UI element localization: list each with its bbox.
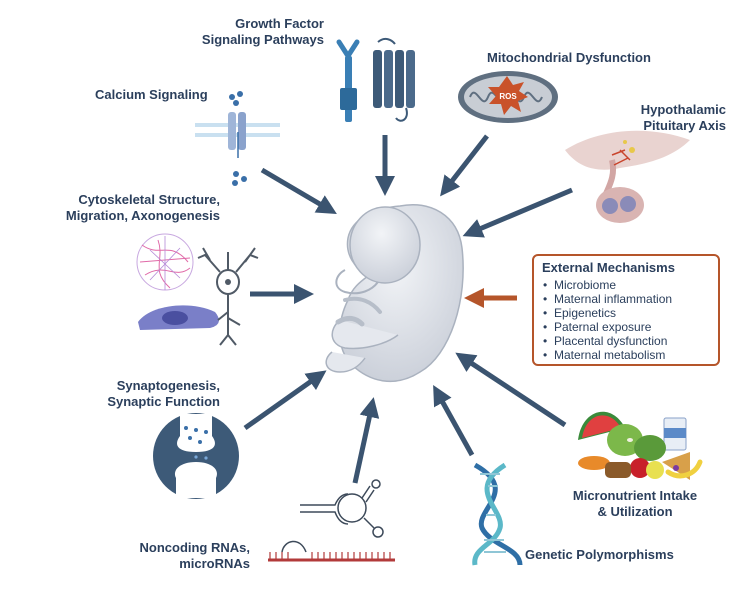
pituitary-icon	[565, 130, 690, 223]
label-genetic-line1: Genetic Polymorphisms	[525, 547, 674, 562]
label-cytoskeletal: Cytoskeletal Structure, Migration, Axono…	[40, 192, 220, 224]
list-item: Maternal inflammation	[540, 292, 672, 306]
label-mitochondrial-line1: Mitochondrial Dysfunction	[487, 50, 651, 65]
label-calcium: Calcium Signaling	[95, 87, 208, 103]
label-genetic: Genetic Polymorphisms	[525, 547, 674, 563]
dna-icon	[472, 462, 523, 566]
mitochondria-icon: ROS	[458, 71, 558, 123]
label-growth-factor-line1: Growth Factor	[235, 16, 324, 31]
label-hypothalamic: Hypothalamic Pituitary Axis	[620, 102, 726, 134]
label-mitochondrial: Mitochondrial Dysfunction	[487, 50, 651, 66]
external-mechanisms-title: External Mechanisms	[542, 260, 675, 275]
cytoskeleton-icon	[136, 233, 219, 330]
label-growth-factor: Growth Factor Signaling Pathways	[190, 16, 324, 48]
label-synaptogenesis-line2: Synaptic Function	[107, 394, 220, 409]
list-item: Epigenetics	[540, 306, 672, 320]
arrow-hypothalamic	[462, 187, 573, 238]
label-hypothalamic-line2: Pituitary Axis	[643, 118, 726, 133]
arrow-genetic	[433, 385, 475, 457]
label-cytoskeletal-line1: Cytoskeletal Structure,	[78, 192, 220, 207]
label-micronutrient: Micronutrient Intake & Utilization	[560, 488, 710, 520]
food-icon	[578, 411, 703, 480]
label-noncoding: Noncoding RNAs, microRNAs	[130, 540, 251, 572]
external-mechanisms-list: Microbiome Maternal inflammation Epigene…	[540, 278, 672, 362]
label-synaptogenesis: Synaptogenesis, Synaptic Function	[95, 378, 220, 410]
arrows	[243, 134, 573, 484]
list-item: Placental dysfunction	[540, 334, 672, 348]
external-mechanisms-box: External Mechanisms Microbiome Maternal …	[532, 254, 720, 366]
calcium-channel-icon	[195, 91, 280, 186]
label-micronutrient-line1: Micronutrient Intake	[572, 488, 698, 503]
label-noncoding-line1: Noncoding RNAs,	[139, 540, 251, 555]
synapse-icon	[153, 413, 239, 499]
label-calcium-line1: Calcium Signaling	[95, 87, 208, 102]
ros-burst-icon	[488, 76, 528, 115]
arrow-micronutrient	[455, 352, 567, 428]
label-noncoding-line2: microRNAs	[179, 556, 250, 571]
label-cytoskeletal-line2: Migration, Axonogenesis	[65, 208, 220, 223]
list-item: Microbiome	[540, 278, 672, 292]
arrow-calcium	[260, 167, 337, 215]
label-hypothalamic-line1: Hypothalamic	[640, 102, 726, 117]
list-item: Paternal exposure	[540, 320, 672, 334]
label-growth-factor-line2: Signaling Pathways	[201, 32, 324, 47]
label-synaptogenesis-line1: Synaptogenesis,	[116, 378, 220, 393]
list-item: Maternal metabolism	[540, 348, 672, 362]
arrow-mitochondrial	[440, 134, 489, 197]
arrow-noncoding	[352, 397, 380, 484]
rna-icon	[268, 479, 395, 562]
neuron-icon	[197, 247, 259, 346]
gpcr-icon	[373, 37, 415, 122]
arrow-synaptogenesis	[243, 370, 327, 431]
growth-factor-receptor-icon	[336, 39, 360, 122]
fetus-illustration	[325, 204, 464, 383]
ros-label: ROS	[499, 92, 517, 101]
label-micronutrient-line2: & Utilization	[597, 504, 673, 519]
